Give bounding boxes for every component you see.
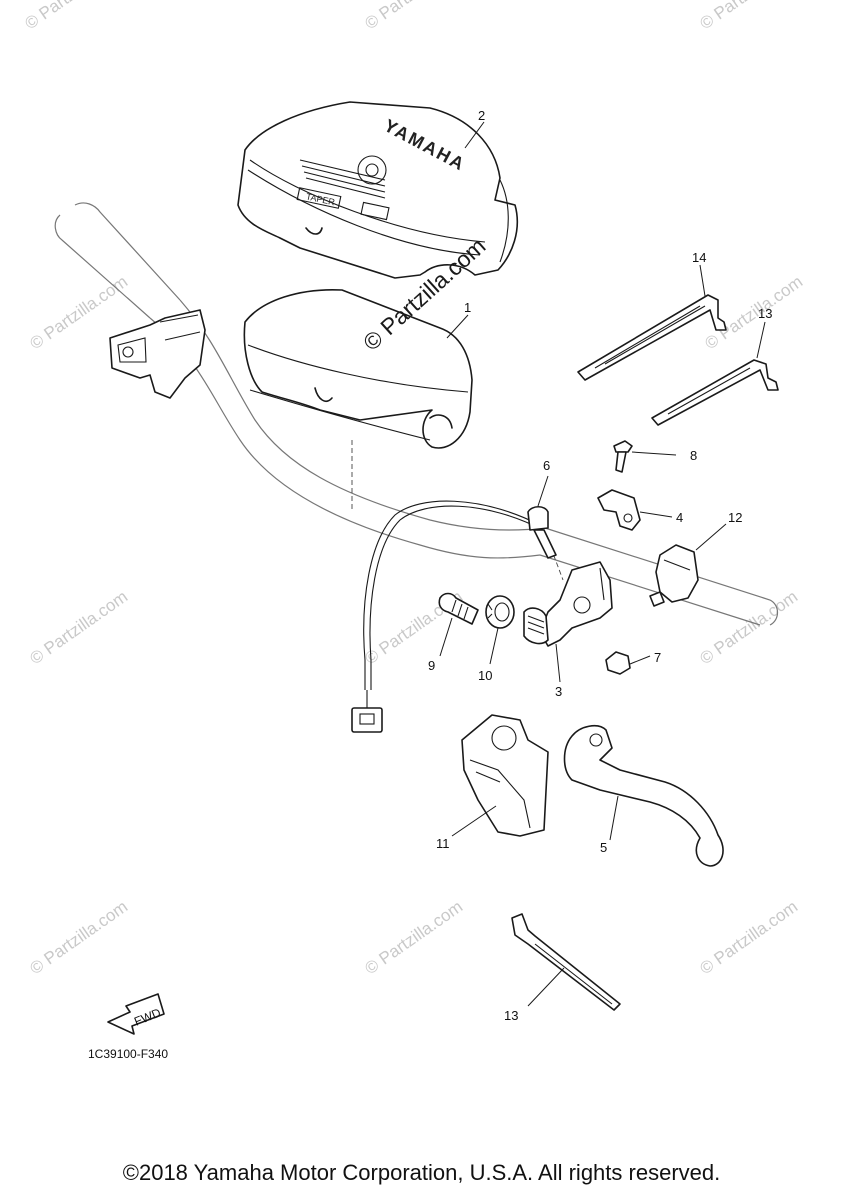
watermark: © Partzilla.com: [361, 0, 466, 33]
callout-7: 7: [654, 650, 661, 665]
callout-11: 11: [436, 836, 450, 851]
switch-cable: [351, 500, 544, 733]
callout-13-lower: 13: [504, 1008, 518, 1023]
part-13-cable-tie-lower: [511, 913, 621, 1011]
callout-2: 2: [478, 108, 485, 123]
callout-6: 6: [543, 458, 550, 473]
part-8-bolt: [613, 440, 633, 473]
part-9-adjuster-bolt: [438, 592, 479, 625]
part-7-nut: [605, 651, 631, 675]
callout-8: 8: [690, 448, 697, 463]
watermark: © Partzilla.com: [696, 897, 801, 978]
watermark: © Partzilla.com: [26, 897, 131, 978]
alignment-line: [547, 539, 564, 581]
callout-9: 9: [428, 658, 435, 673]
callout-12: 12: [728, 510, 742, 525]
diagram-code: 1C39100-F340: [88, 1047, 168, 1061]
watermark: © Partzilla.com: [696, 0, 801, 33]
callout-5: 5: [600, 840, 607, 855]
part-13-cable-tie-upper: [651, 359, 779, 426]
part-5-lever: [563, 724, 724, 867]
watermark: © Partzilla.com: [26, 587, 131, 668]
part-2-handlebar-cover: YAMAHA TAPER: [237, 101, 519, 279]
callout-1: 1: [464, 300, 471, 315]
part-11-lever-cover: [461, 714, 549, 837]
callouts: 2 1 14 13 8 4 12 6 7 3 9 10 11 5 13: [428, 108, 772, 1023]
fwd-arrow: FWD: [107, 993, 165, 1035]
part-10-locknut: [485, 595, 515, 629]
leaders: [439, 121, 766, 1007]
part-3-lever-bracket: [523, 561, 613, 647]
watermark: © Partzilla.com: [696, 587, 801, 668]
callout-13-upper: 13: [758, 306, 772, 321]
part-14-cable-tie: [577, 294, 727, 381]
callout-14: 14: [692, 250, 706, 265]
part-1-handlebar-pad: [243, 288, 473, 449]
handlebar: [54, 202, 779, 626]
callout-4: 4: [676, 510, 683, 525]
watermark: © Partzilla.com: [361, 897, 466, 978]
callout-10: 10: [478, 668, 492, 683]
watermark: © Partzilla.com: [21, 0, 126, 33]
part-4-clamp: [597, 489, 641, 531]
callout-3: 3: [555, 684, 562, 699]
part-12-holder: [649, 544, 699, 607]
copyright-notice: ©2018 Yamaha Motor Corporation, U.S.A. A…: [122, 1160, 721, 1185]
part-6-pivot-bolt: [527, 505, 557, 559]
